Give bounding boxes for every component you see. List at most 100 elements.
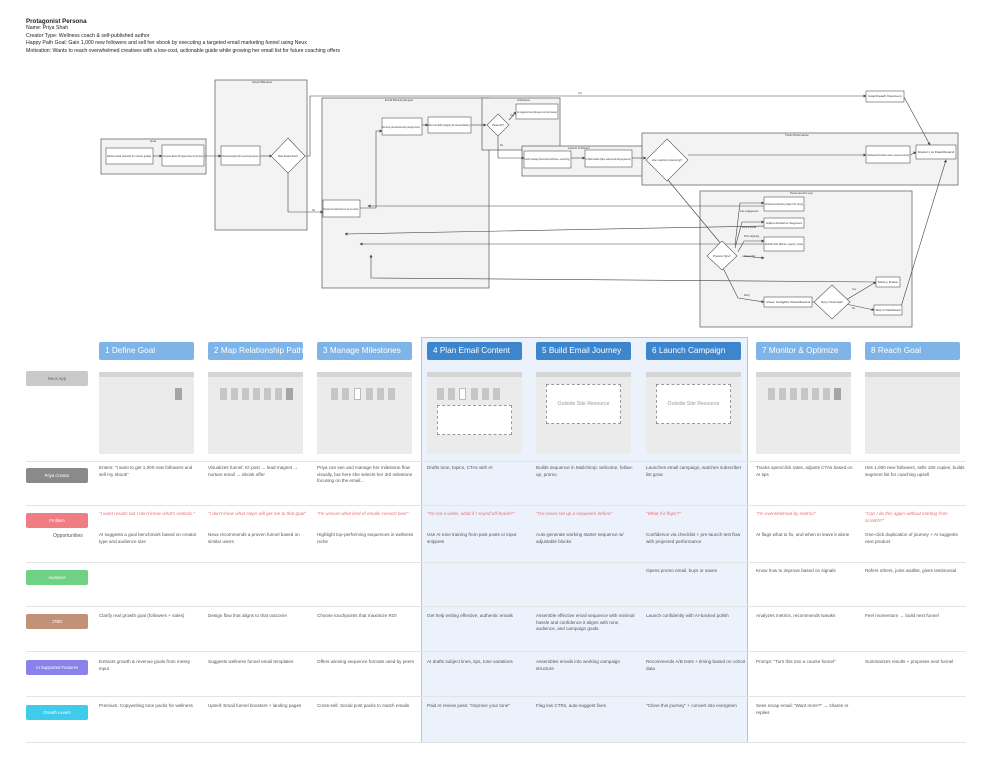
cell-priya: Builds sequence in Mailchimp: welcome, f…	[536, 465, 634, 477]
cell-problem: "Can I do this again without starting fr…	[865, 511, 948, 523]
row-label-priya-creator: Priya Creator	[26, 468, 88, 483]
row-label-opportunities: Opportunities	[53, 533, 83, 539]
node-label: Build Journey (Auto assemble working cam…	[382, 126, 420, 129]
flow-node	[865, 90, 905, 103]
flow-edge	[845, 303, 875, 311]
persona-creator-type: Creator Type: Wellness coach & self-publ…	[26, 32, 150, 39]
edge-label: Weak offer	[744, 255, 756, 258]
app-mockup	[208, 372, 303, 454]
node-label: Define Goal (Growth & nurture goals)	[107, 155, 151, 158]
cell-growth: Paid AI review pass: "Improve your tone"	[427, 703, 510, 708]
stage-header: 1 Define Goal	[99, 342, 194, 360]
flow-edge	[903, 96, 931, 146]
cell-priya: Priya can see and manage her milestone f…	[317, 465, 413, 484]
cell-problem: "I don't know what steps will get me to …	[208, 511, 306, 516]
cell-opportunities: Highlight top-performing sequences in we…	[317, 532, 414, 544]
flow-node	[105, 147, 154, 165]
cell-audience: Refers others, joins waitlist, gives tes…	[865, 568, 957, 573]
cell-opportunities: Confidence via checklist + pre-launch te…	[646, 532, 741, 544]
cell-growth: Sees recap email: "Want more?" → shares …	[756, 703, 849, 715]
row-divider	[26, 696, 966, 697]
flow-node	[763, 236, 805, 252]
app-mockup	[317, 372, 412, 454]
stage-header: 3 Manage Milestones	[317, 342, 412, 360]
flow-edge	[899, 159, 947, 311]
cell-jtbd: Get help writing effective, authentic em…	[427, 613, 513, 618]
flow-node	[220, 145, 261, 166]
edge-label: No	[500, 144, 504, 147]
cell-growth: "Clone this journey" + convert into ever…	[646, 703, 737, 708]
stage-header: 6 Launch Campaign	[646, 342, 741, 360]
flow-node	[875, 276, 901, 288]
flow-node	[865, 145, 911, 164]
cell-growth: Flag low CTRs, auto-suggest fixes	[536, 703, 606, 708]
edge-label: Yes	[510, 114, 515, 117]
flow-decision	[813, 284, 851, 320]
flow-edge	[508, 111, 517, 121]
flow-node	[427, 116, 472, 134]
cell-jtbd: Assemble effective email sequence with m…	[536, 613, 635, 632]
group-label: Track Performance	[785, 133, 809, 137]
flow-decision	[486, 113, 510, 137]
node-label: AI Optimization (Flags underperforming s…	[586, 158, 631, 161]
cell-problem: "I've never set up a sequence before"	[536, 511, 613, 516]
cell-opportunities: Auto-generate working starter sequence w…	[536, 532, 624, 544]
node-label: Start Email Flows?	[278, 155, 299, 158]
cell-ai: Suggests wellness funnel email templates	[208, 659, 294, 664]
cell-ai: Offers winning sequence formats used by …	[317, 659, 415, 664]
edge-label: Low engagement	[740, 210, 759, 213]
flow-edge	[369, 254, 877, 283]
flow-node	[523, 150, 572, 169]
cell-growth: Upsell: Email funnel boosters + landing …	[208, 703, 302, 708]
flow-edge	[360, 129, 383, 209]
flow-node	[515, 103, 559, 120]
cell-ai: Assembles emails into working campaign s…	[536, 659, 620, 671]
persona-name: Name: Priya Shah	[26, 25, 69, 32]
cell-priya: Hits 1,000 new followers, sells 150 copi…	[865, 465, 965, 477]
edge-label: Retry	[744, 294, 751, 297]
node-label: Launch Campaign (Recommends A/B tests + …	[525, 158, 570, 161]
flow-edge	[344, 225, 765, 236]
cell-ai: Recommends A/B tests + timing based on c…	[646, 659, 746, 671]
stage-header: 4 Plan Email Content	[427, 342, 522, 360]
node-label: Skip to Dashboard	[876, 309, 902, 312]
cell-priya: Tracks open/click rates, adjusts CTAs ba…	[756, 465, 853, 477]
cell-jtbd: Choose touchpoints that maximize ROI	[317, 613, 397, 618]
cell-problem: "I'm unsure what kind of emails convert …	[317, 511, 409, 516]
edge-label: Poor targeting	[744, 235, 760, 238]
cell-opportunities: AI suggests a goal benchmark based on cr…	[99, 532, 197, 544]
flow-decision	[270, 137, 306, 174]
cell-opportunities: Neux recommends a proven funnel based on…	[208, 532, 300, 544]
flow-edge	[287, 172, 324, 214]
group-label: Post-Launch Loop	[790, 191, 813, 195]
app-mockup: Outside Site Resource	[536, 372, 631, 454]
cell-opportunities: Use AI tone training from past posts or …	[427, 532, 517, 544]
edge-label: Yes	[852, 288, 857, 291]
node-label: Auto-generate Milestone Path (Suggest mi…	[163, 155, 203, 158]
node-label: Choose Email Campaign (Offers top-perfor…	[222, 155, 259, 158]
row-divider	[26, 606, 966, 607]
cell-problem: "I want results but I don't know what's …	[99, 511, 195, 516]
flow-edge	[667, 179, 723, 246]
node-label: Preview Type?	[713, 255, 732, 258]
flow-node	[381, 117, 423, 136]
cell-opportunities: One-click duplication of journey + AI su…	[865, 532, 958, 544]
group-label: Launch & Monitor	[568, 146, 590, 150]
node-label: Adjust Audience Segment	[766, 222, 802, 225]
flow-edge	[734, 220, 765, 249]
node-label: Return to Dashboard	[918, 151, 955, 154]
flow-decision	[706, 240, 738, 271]
cell-growth: Cross-sell: Social post packs to match e…	[317, 703, 410, 708]
cell-audience: Opens promo email, buys or saves	[646, 568, 717, 573]
row-divider	[26, 461, 966, 462]
stage-header: 5 Build Email Journey	[536, 342, 631, 360]
persona-motivation: Motivation: Wants to reach overwhelmed c…	[26, 47, 340, 54]
cell-priya: Enters: "I want to get 1,000 new followe…	[99, 465, 193, 477]
cell-audience: Know how to improve based on signals	[756, 568, 836, 573]
node-label: Retry Pass	[878, 281, 900, 284]
node-label: Are metrics improving?	[652, 159, 683, 162]
edge-label: Drop in clicks	[742, 226, 757, 229]
cell-growth: Premium: Copywriting tone packs for well…	[99, 703, 193, 708]
group-label: Email Planning Engine	[385, 98, 414, 102]
node-label: View Insights Dashboard	[766, 301, 811, 304]
